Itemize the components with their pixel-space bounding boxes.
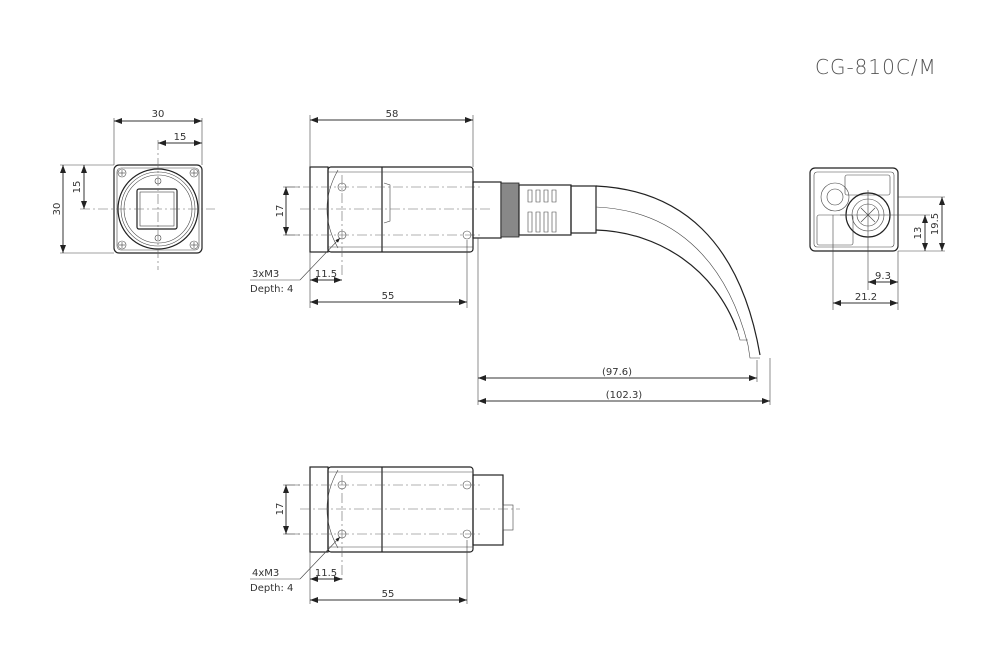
side-hole-span-label: 55 xyxy=(382,291,395,302)
hole-depth-top: Depth: 4 xyxy=(250,284,293,295)
front-width-label: 30 xyxy=(152,109,165,120)
bottom-hole-offset-label: 11.5 xyxy=(315,568,337,579)
side-hole-spacing-label: 17 xyxy=(275,205,286,218)
front-height-label: 30 xyxy=(52,203,63,216)
rear-height-label: 19.5 xyxy=(930,213,941,235)
bottom-hole-span-label: 55 xyxy=(382,589,395,600)
bottom-hole-spacing-label: 17 xyxy=(275,503,286,516)
side-length-label: 58 xyxy=(386,109,399,120)
cable-length-label: (97.6) xyxy=(602,367,632,378)
side-view-top xyxy=(250,115,771,405)
side-view-bottom xyxy=(250,466,520,604)
front-half-height-label: 15 xyxy=(72,181,83,194)
rear-connector-offset-label: 9.3 xyxy=(875,271,891,282)
rear-view xyxy=(809,167,945,310)
hole-note-bottom: 4xM3 xyxy=(252,568,279,579)
model-title: CG-810C/M xyxy=(815,55,937,79)
side-hole-offset-label: 11.5 xyxy=(315,269,337,280)
front-view xyxy=(60,118,215,270)
hole-depth-bottom: Depth: 4 xyxy=(250,583,293,594)
rear-width-label: 21.2 xyxy=(855,292,877,303)
rear-connector-height-label: 13 xyxy=(913,227,924,240)
hole-note-top: 3xM3 xyxy=(252,269,279,280)
cable-overall-label: (102.3) xyxy=(606,390,643,401)
front-half-width-label: 15 xyxy=(174,132,187,143)
